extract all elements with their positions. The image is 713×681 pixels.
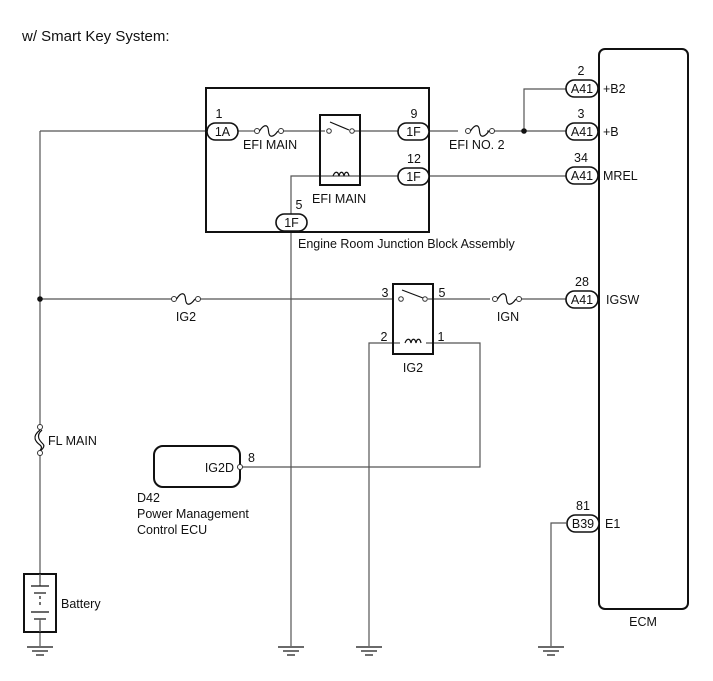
connector-a41-igsw-pin: 28: [575, 275, 589, 289]
connector-1f-5: [275, 213, 308, 232]
fl-main-fusible-link-icon: [34, 424, 45, 456]
wire-1f5-coil-1f12: [290, 175, 398, 214]
connector-a41-b2-pin: 2: [578, 64, 585, 78]
connector-b39-e1: [566, 514, 600, 533]
connector-1f-5-code: 1F: [284, 216, 299, 230]
pmc-ecu-name-line2: Control ECU: [137, 523, 207, 537]
connector-1f-9: [397, 122, 430, 141]
efi-main-fuse-icon: [254, 125, 284, 137]
connector-1a-pin: 1: [216, 107, 223, 121]
ecm-signal-b: +B: [603, 125, 619, 139]
connector-1f-12-pin: 12: [407, 152, 421, 166]
battery: Battery: [23, 573, 101, 633]
junction-block-label: Engine Room Junction Block Assembly: [298, 237, 516, 251]
ig2-relay-pin-3: 3: [382, 286, 389, 300]
connector-a41-mrel-pin: 34: [574, 151, 588, 165]
connector-1a-code: 1A: [215, 125, 231, 139]
ig2-fuse-icon: [171, 293, 201, 305]
pmc-ecu-terminal-ig2d: IG2D: [205, 461, 234, 475]
efi-main-fuse-label: EFI MAIN: [243, 138, 297, 152]
ground-ig2-relay-icon: [356, 646, 382, 656]
power-management-control-ecu: IG2D 8 D42 Power Management Control ECU: [137, 445, 255, 537]
ign-fuse-label: IGN: [497, 310, 519, 324]
ecm-signal-igsw: IGSW: [606, 293, 640, 307]
ig2d-terminal: [237, 464, 243, 470]
efi-main-relay-box: [319, 114, 361, 186]
connector-b39-e1-code: B39: [572, 517, 594, 531]
pmc-ecu-name-line1: Power Management: [137, 507, 249, 521]
connector-a41-b2: [565, 79, 599, 98]
connector-b39-e1-pin: 81: [576, 499, 590, 513]
efi-main-relay-label: EFI MAIN: [312, 192, 366, 206]
connector-a41-mrel: [565, 166, 599, 185]
ecm-outline: [598, 48, 689, 610]
ground-efi-relay-icon: [278, 646, 304, 656]
connector-1f-9-pin: 9: [411, 107, 418, 121]
ground-battery-icon: [27, 646, 53, 656]
efi-main-relay-switch-icon: [326, 121, 355, 134]
junction-dot-bus: [37, 296, 43, 302]
efi-no2-fuse-label: EFI NO. 2: [449, 138, 505, 152]
ig2-relay-switch-icon: [398, 289, 428, 302]
connector-a41-igsw-code: A41: [571, 293, 593, 307]
ig2-relay-pin-2: 2: [381, 330, 388, 344]
ig2-relay-pin-5: 5: [439, 286, 446, 300]
connector-1f-5-pin: 5: [296, 198, 303, 212]
ig2-relay-box: [392, 283, 434, 355]
ign-fuse-icon: [492, 293, 522, 305]
ig2-relay-pin-1: 1: [438, 330, 445, 344]
wire-coil-pin2-to-ground: [368, 342, 400, 646]
fl-main-label: FL MAIN: [48, 434, 97, 448]
connector-1f-12: [397, 167, 430, 186]
ecm-signal-e1: E1: [605, 517, 620, 531]
efi-main-relay-coil-icon: [332, 171, 350, 177]
efi-no2-fuse-icon: [465, 125, 495, 137]
junction-dot-b: [521, 128, 527, 134]
ig2-fuse-label: IG2: [176, 310, 196, 324]
junction-block-outline: [205, 87, 430, 233]
ecm: ECM A41 2 +B2 A41 3 +B A41 34 MREL A41 2…: [565, 48, 689, 629]
connector-a41-b-code: A41: [571, 125, 593, 139]
ground-ecm-e1-icon: [538, 646, 564, 656]
connector-a41-igsw: [565, 290, 599, 309]
diagram-title: w/ Smart Key System:: [21, 28, 170, 45]
battery-label: Battery: [61, 597, 101, 611]
engine-room-junction-block: Engine Room Junction Block Assembly 1A 1…: [205, 87, 516, 251]
pmc-ecu-pin-8: 8: [248, 451, 255, 465]
connector-a41-mrel-code: A41: [571, 169, 593, 183]
ecm-signal-mrel: MREL: [603, 169, 638, 183]
ecm-label: ECM: [629, 615, 657, 629]
connector-a41-b-pin: 3: [578, 107, 585, 121]
ecm-signal-b2: +B2: [603, 82, 626, 96]
connector-a41-b2-code: A41: [571, 82, 593, 96]
wire-e1-to-ground: [550, 522, 566, 646]
wire-coil-pin1-to-ig2d: [240, 342, 481, 468]
connector-1a: [206, 122, 239, 141]
ig2-relay: 3 5 2 1 IG2: [381, 283, 446, 375]
connector-1f-9-code: 1F: [406, 125, 421, 139]
wires: [39, 88, 566, 646]
pmc-ecu-code: D42: [137, 491, 160, 505]
connector-a41-b: [565, 122, 599, 141]
ig2-relay-coil-icon: [404, 338, 422, 344]
wire-junction-to-b2: [523, 88, 566, 131]
connector-1f-12-code: 1F: [406, 170, 421, 184]
ig2-relay-label: IG2: [403, 361, 423, 375]
battery-cell-icon: [31, 574, 49, 632]
